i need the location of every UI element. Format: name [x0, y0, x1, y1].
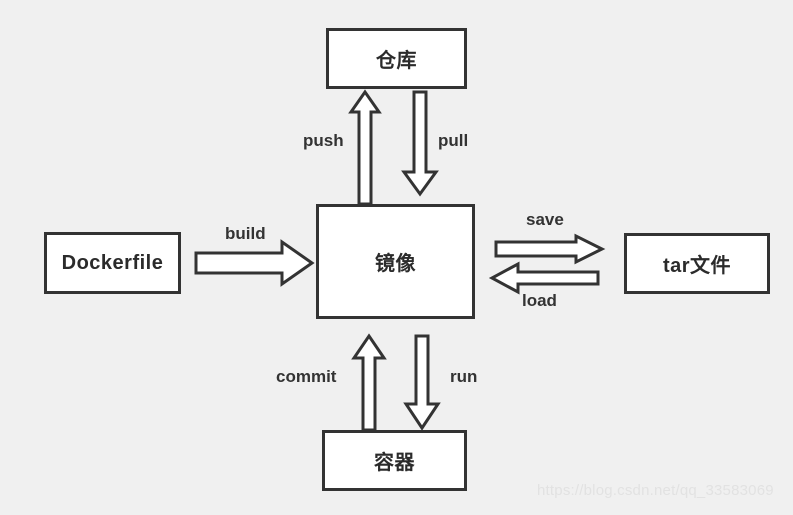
watermark: https://blog.csdn.net/qq_33583069 — [537, 482, 774, 499]
edge-label-save: save — [526, 210, 564, 229]
node-image: 镜像 — [316, 204, 475, 319]
node-container-label: 容器 — [374, 452, 415, 474]
edge-label-run: run — [450, 367, 478, 386]
arrow-right-save-icon — [494, 233, 606, 265]
arrow-up-commit-icon — [351, 333, 387, 432]
arrow-left-load-icon — [488, 261, 600, 295]
node-dockerfile-label: Dockerfile — [61, 251, 164, 274]
edge-label-load: load — [522, 291, 557, 310]
arrow-right-build-icon — [194, 239, 315, 287]
edge-label-build: build — [225, 224, 266, 243]
node-tarfile-label: tar文件 — [662, 255, 732, 277]
node-repository: 仓库 — [326, 28, 467, 89]
arrow-down-pull-icon — [401, 90, 439, 197]
edge-label-push: push — [303, 131, 344, 150]
edge-label-commit: commit — [276, 367, 337, 386]
node-tarfile: tar文件 — [624, 233, 770, 294]
arrow-down-run-icon — [403, 334, 441, 431]
node-dockerfile: Dockerfile — [44, 232, 181, 294]
node-image-label: 镜像 — [375, 253, 416, 275]
edge-label-pull: pull — [438, 131, 469, 150]
arrow-up-push-icon — [348, 89, 382, 206]
node-repository-label: 仓库 — [376, 50, 417, 72]
node-container: 容器 — [322, 430, 467, 491]
